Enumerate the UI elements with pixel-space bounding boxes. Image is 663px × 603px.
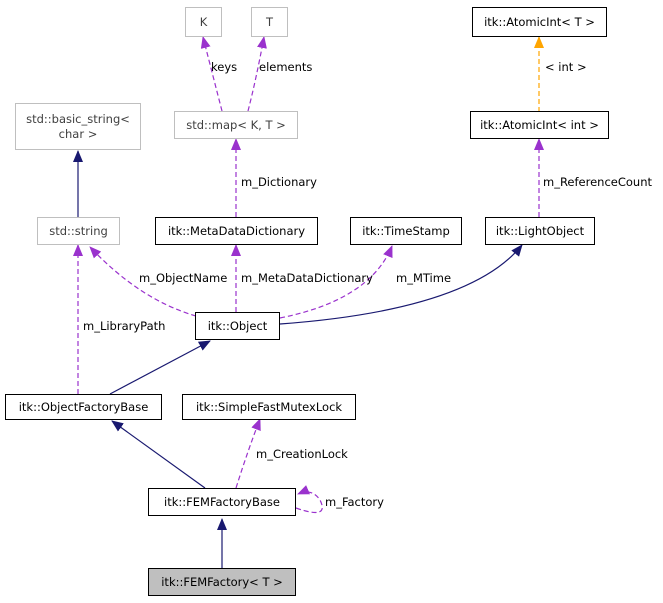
edge-creation-lock <box>235 418 261 489</box>
edge-inherit-factory-base <box>109 340 211 395</box>
label-int-arg: < int > <box>545 60 587 74</box>
label-creation-lock: m_CreationLock <box>256 447 348 461</box>
label-mtime: m_MTime <box>396 271 452 285</box>
label-dictionary: m_Dictionary <box>241 175 317 189</box>
edge-mtime <box>279 245 393 319</box>
node-fem-factory-base[interactable]: itk::FEMFactoryBase <box>148 488 296 516</box>
label-library-path: m_LibraryPath <box>83 319 166 333</box>
node-std-string[interactable]: std::string <box>37 217 120 245</box>
label-factory: m_Factory <box>325 495 384 509</box>
node-object[interactable]: itk::Object <box>195 312 280 340</box>
label-metadata-dictionary: m_MetaDataDictionary <box>241 271 373 285</box>
edge-object-name <box>89 246 197 317</box>
edge-factory-self <box>295 485 323 514</box>
node-timestamp[interactable]: itk::TimeStamp <box>350 217 462 245</box>
edge-inherit-object <box>279 244 523 325</box>
edge-keys <box>200 36 223 112</box>
node-mutex-lock[interactable]: itk::SimpleFastMutexLock <box>182 394 356 420</box>
label-reference-count: m_ReferenceCount <box>543 175 653 189</box>
node-light-object[interactable]: itk::LightObject <box>485 217 595 245</box>
node-object-factory-base[interactable]: itk::ObjectFactoryBase <box>5 394 162 420</box>
node-fem-factory[interactable]: itk::FEMFactory< T > <box>148 568 296 596</box>
node-t[interactable]: T <box>251 7 288 37</box>
edge-elements <box>247 36 267 112</box>
edge-inherit-fem-base <box>111 420 206 489</box>
node-atomic-int-t[interactable]: itk::AtomicInt< T > <box>472 7 607 37</box>
node-metadata-dictionary[interactable]: itk::MetaDataDictionary <box>155 217 318 245</box>
label-elements: elements <box>259 60 313 74</box>
label-keys: keys <box>211 60 238 74</box>
node-atomic-int-int[interactable]: itk::AtomicInt< int > <box>470 111 609 139</box>
node-std-map[interactable]: std::map< K, T > <box>174 111 298 139</box>
label-object-name: m_ObjectName <box>139 271 228 285</box>
node-basic-string[interactable]: std::basic_string< char > <box>15 103 141 150</box>
node-k[interactable]: K <box>185 7 222 37</box>
